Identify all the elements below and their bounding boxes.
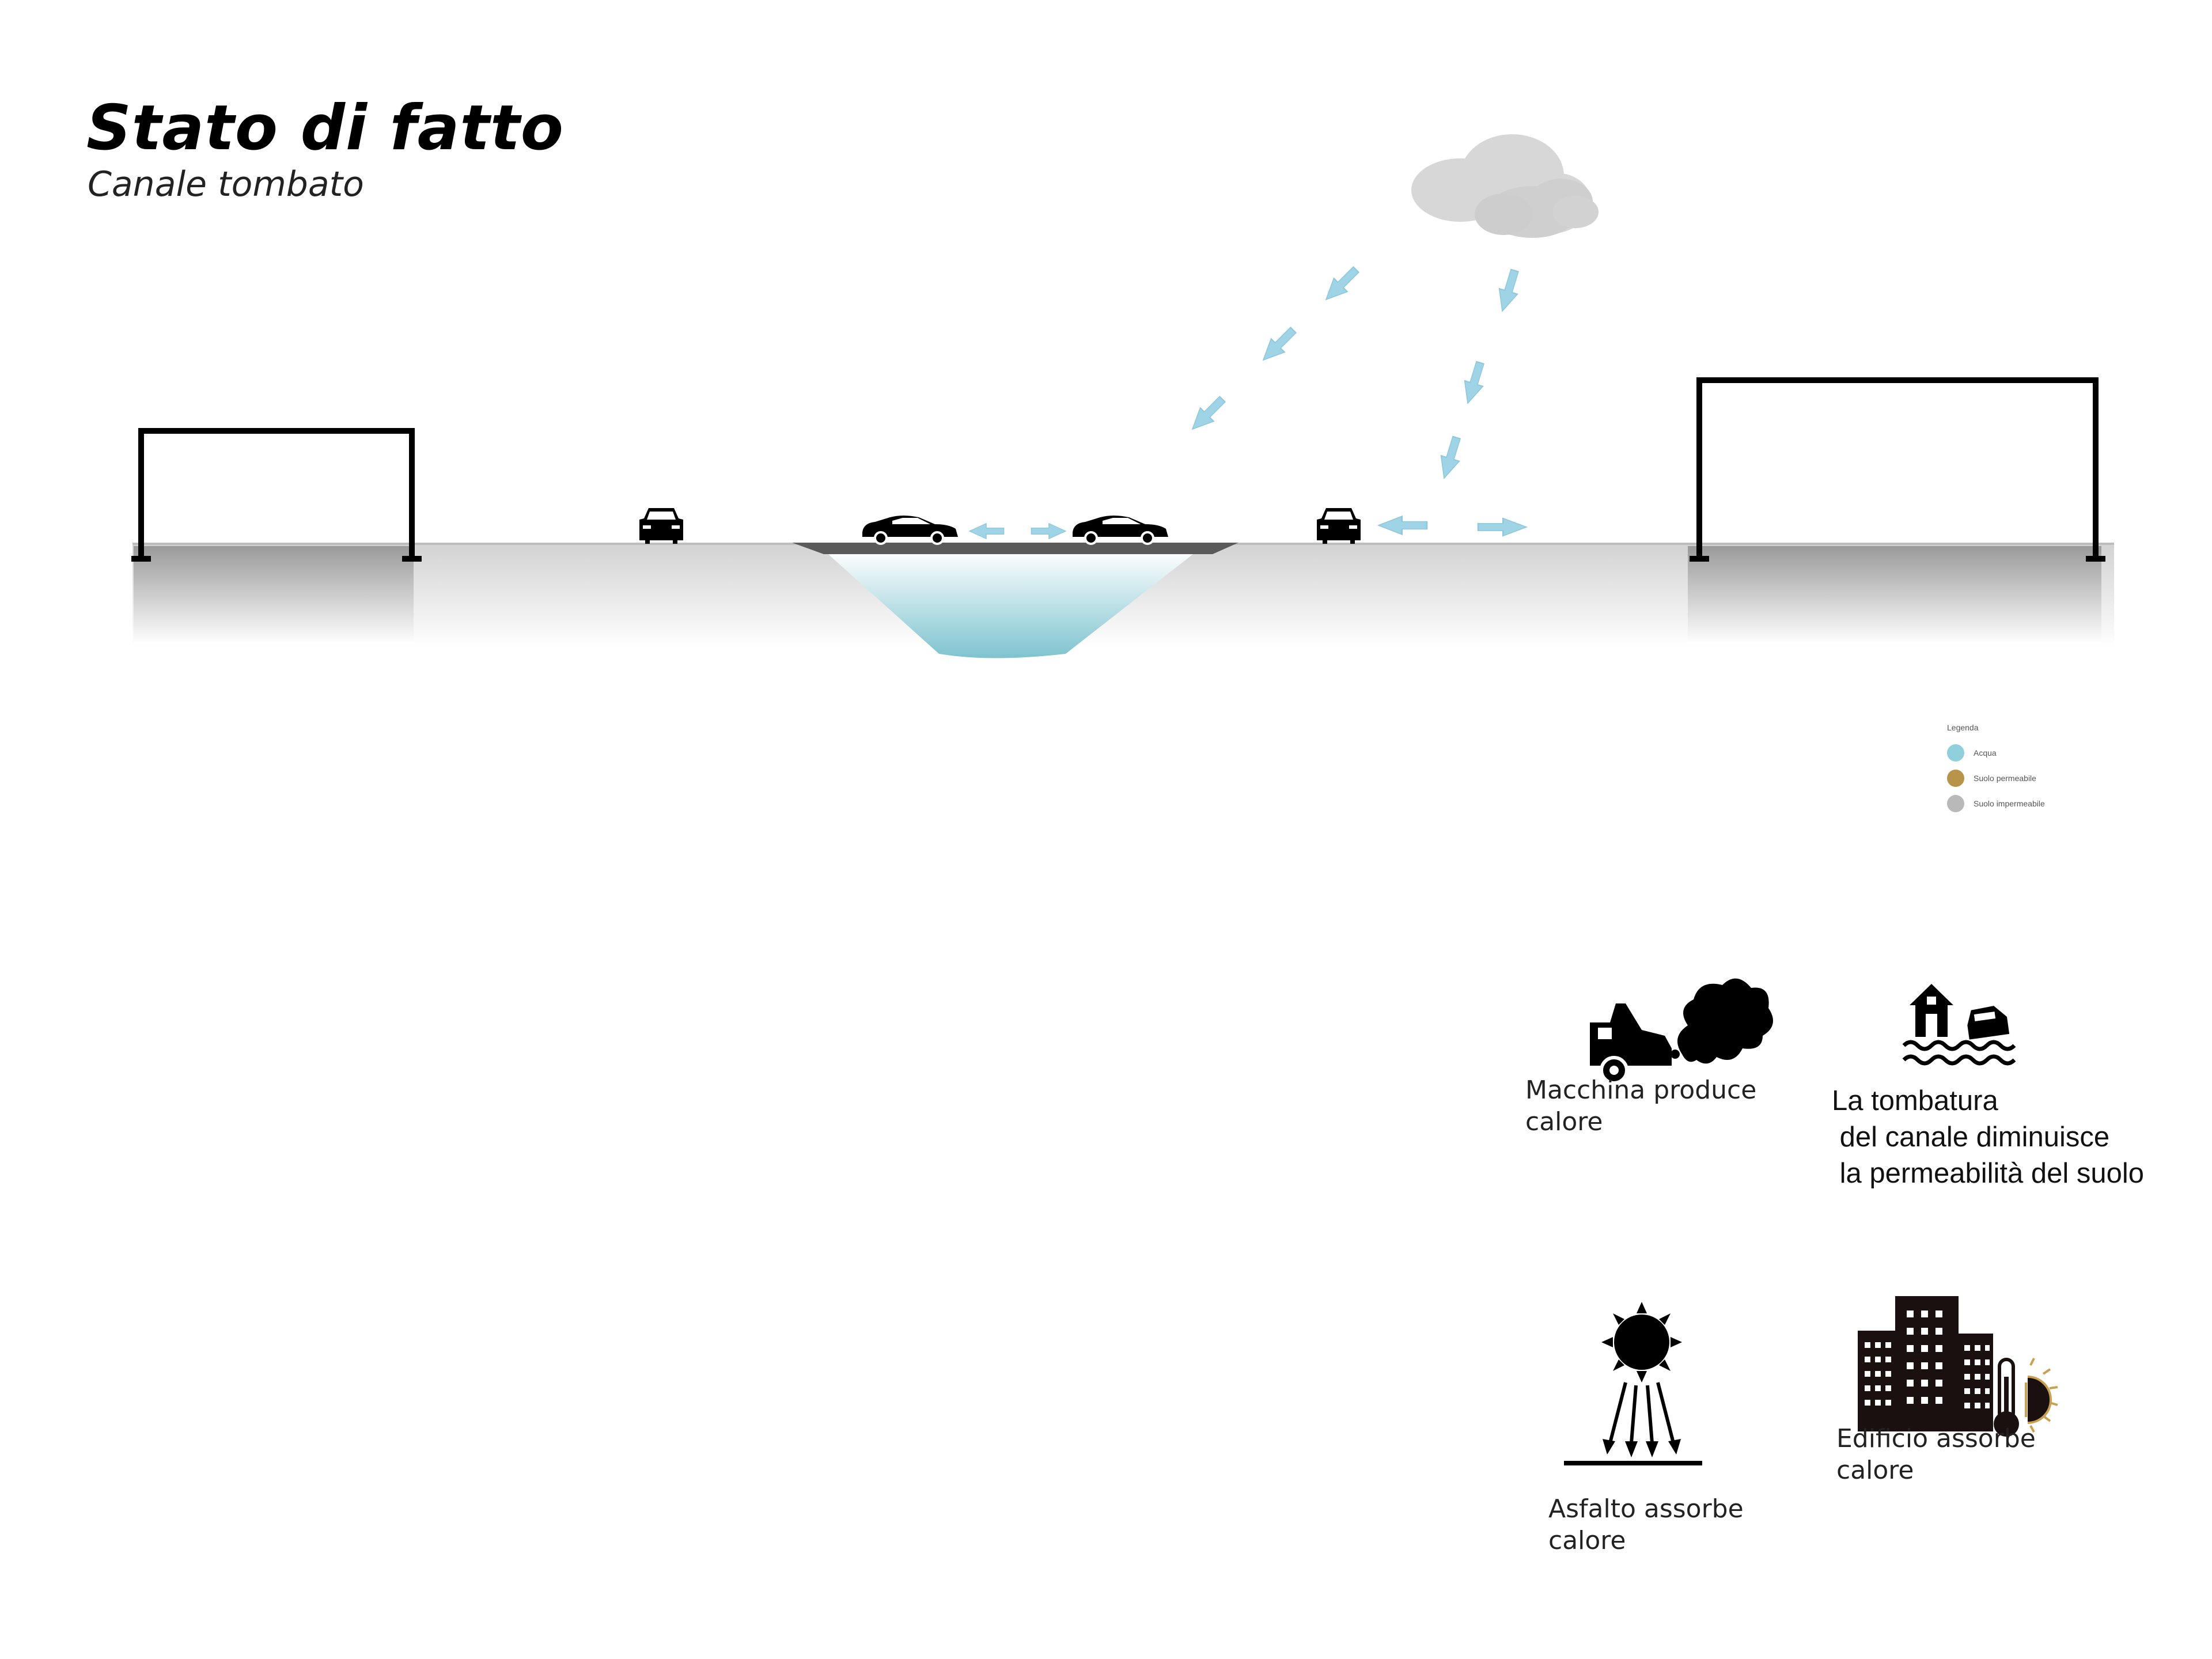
right-building <box>1690 377 2105 562</box>
legend-item-label: Suolo permeabile <box>1974 774 2036 783</box>
legend-title: Legenda <box>1947 723 1979 732</box>
legend-item-label: Acqua <box>1974 748 1997 757</box>
right-building-ground <box>1688 546 2101 644</box>
page-title: Stato di fatto <box>86 92 564 164</box>
legend-item-water: Acqua <box>1947 740 2045 766</box>
cloud-icon <box>1411 134 1599 238</box>
sun-rays-icon <box>1564 1302 1702 1465</box>
left-building <box>131 428 422 562</box>
legend-item-impermeable: Suolo impermeabile <box>1947 791 2045 816</box>
car-smoke-icon <box>1590 978 1773 1085</box>
rain-arrows-diagonal <box>1185 262 1363 437</box>
rain-arrows-vertical <box>1434 267 1525 482</box>
buildings-thermometer-icon <box>1858 1296 2058 1437</box>
legend-item-permeable: Suolo permeabile <box>1947 766 2045 791</box>
canal-water <box>824 550 1198 658</box>
building-caption: Edificio assorbe calore <box>1836 1424 2036 1485</box>
water-swatch <box>1947 744 1964 762</box>
car-side-left <box>861 514 959 545</box>
car-front-right <box>1317 508 1361 544</box>
runoff-arrow-left <box>1377 515 1428 536</box>
canal-cover-slab <box>792 543 1238 554</box>
legend-item-label: Suolo impermeabile <box>1974 799 2045 808</box>
car-side-right <box>1071 514 1169 545</box>
flood-caption: La tombatura del canale diminuisce la pe… <box>1832 1085 2145 1189</box>
water-arrow-left <box>969 522 1005 540</box>
water-arrow-right <box>1031 522 1066 540</box>
runoff-arrow-right <box>1477 517 1528 537</box>
legend: Legenda Acqua Suolo permeabile Suolo imp… <box>1947 723 2045 816</box>
asphalt-caption: Asfalto assorbe calore <box>1548 1494 1744 1555</box>
page-subtitle: Canale tombato <box>88 164 364 204</box>
left-building-ground <box>134 546 414 644</box>
car-front-left <box>639 508 683 544</box>
house-flood-icon <box>1902 984 2016 1066</box>
impermeable-swatch <box>1947 795 1964 812</box>
permeable-swatch <box>1947 770 1964 787</box>
car-heat-caption: Macchina produce calore <box>1525 1075 1757 1137</box>
